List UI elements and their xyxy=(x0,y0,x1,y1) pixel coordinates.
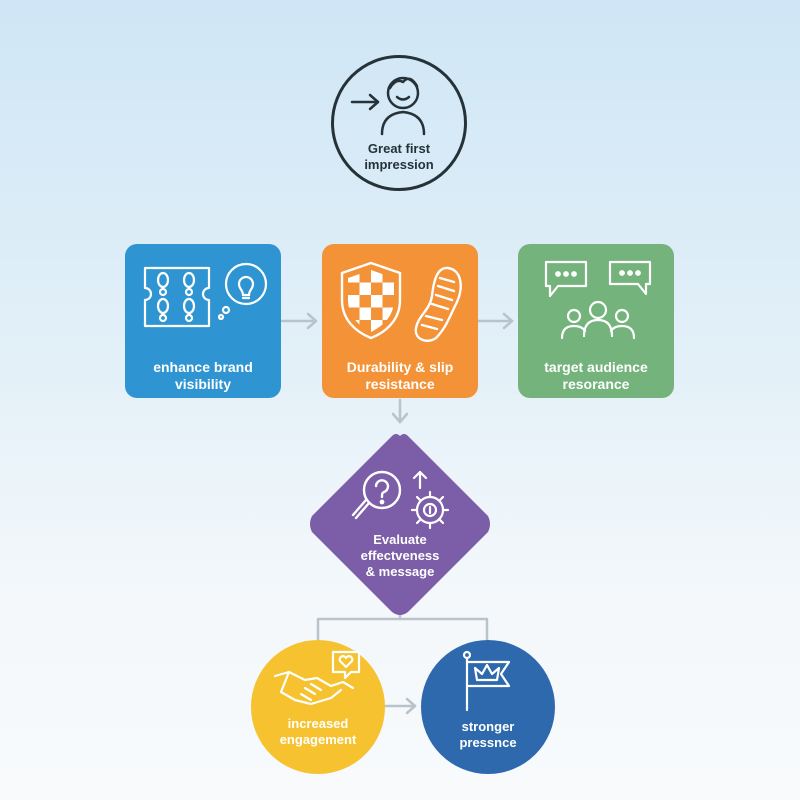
audience-label-line1: target audience xyxy=(544,359,648,375)
brand-visibility-card: enhance brand visibility xyxy=(125,244,281,398)
audience-resonance-card: target audience resorance xyxy=(518,244,674,398)
person-entering-icon xyxy=(344,66,454,138)
branch-bracket xyxy=(316,617,489,642)
people-group-icon xyxy=(558,300,638,340)
lightbulb-icon xyxy=(218,262,270,320)
impression-label-line2: impression xyxy=(364,157,434,172)
brand-label-line2: visibility xyxy=(174,376,232,392)
evaluate-label-line3: & message xyxy=(365,564,435,579)
evaluate-diamond: Evaluate effectveness & message xyxy=(308,432,492,616)
checkered-shield-icon xyxy=(338,260,404,340)
presence-node: stronger pressnce xyxy=(421,640,555,774)
gear-upload-icon xyxy=(406,468,452,530)
durability-card: Durability & slip resistance xyxy=(322,244,478,398)
arrowhead-brand-to-durability xyxy=(306,312,318,330)
handshake-heart-icon xyxy=(271,648,367,708)
audience-label-line2: resorance xyxy=(562,376,630,392)
shoe-sole-icon xyxy=(410,264,466,344)
crown-flag-icon xyxy=(461,650,515,712)
arrowhead-engagement-to-presence xyxy=(405,697,417,715)
presence-label-line1: stronger xyxy=(461,719,515,734)
evaluate-label-line2: effectveness xyxy=(360,548,440,563)
brand-label-line1: enhance brand xyxy=(153,359,253,375)
engagement-label-line2: engagement xyxy=(279,732,357,747)
arrowhead-durability-to-audience xyxy=(502,312,514,330)
magnifier-question-icon xyxy=(350,468,404,528)
engagement-label-line1: increased xyxy=(287,716,349,731)
impression-label-line1: Great first xyxy=(367,141,431,156)
arrowhead-durability-to-evaluate xyxy=(391,412,409,424)
durability-label-line1: Durability & slip xyxy=(346,359,454,375)
presence-label-line2: pressnce xyxy=(459,735,517,750)
engagement-node: increased engagement xyxy=(251,640,385,774)
durability-label-line2: resistance xyxy=(365,376,435,392)
footprints-panel-icon xyxy=(141,264,213,330)
impression-node: Great first impression xyxy=(331,55,467,191)
speech-bubbles-icon xyxy=(542,258,654,304)
evaluate-label-line1: Evaluate xyxy=(373,532,427,547)
